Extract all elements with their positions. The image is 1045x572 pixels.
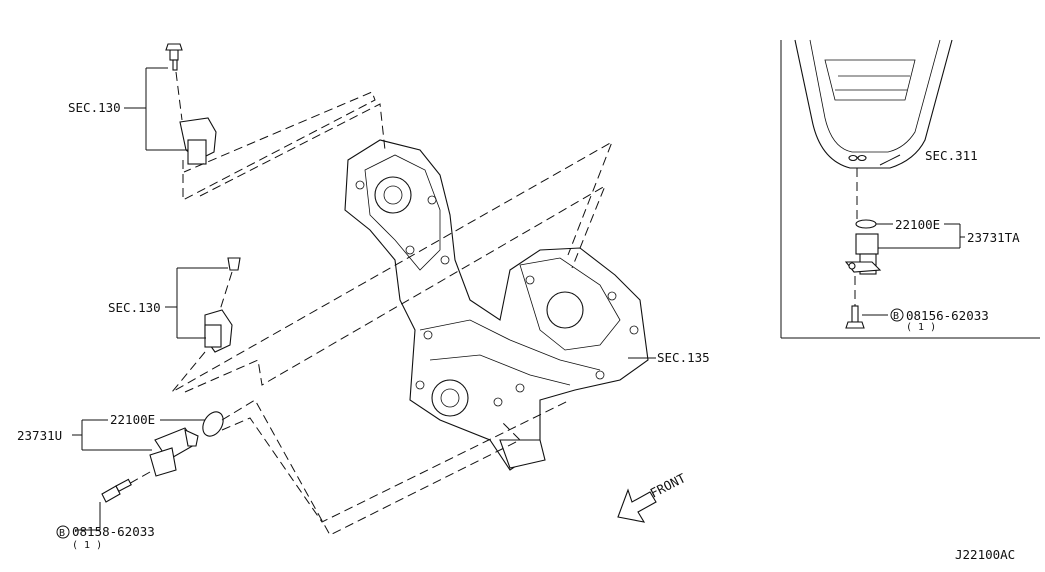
label-22100e-right: 22100E [895,217,940,232]
bolt-marker-circle-left [56,525,70,539]
bolt-marker-right: B [893,311,899,322]
oil-pan-drawing [794,39,953,169]
engine-front-cover [344,139,649,471]
label-22100e-left: 22100E [110,412,155,427]
leader-sec130-top [124,67,188,151]
label-sec130-mid: SEC.130 [108,300,161,315]
bolt-marker-circle-right [890,308,904,322]
diagram-code: J22100AC [955,547,1015,562]
label-qty-right: ( 1 ) [906,322,936,333]
label-08156-62033: 08156-62033 [906,308,989,323]
cam-sensor-mid [204,257,241,353]
leader-sec130-mid [165,267,228,339]
label-23731u: 23731U [17,428,62,443]
inset-panel: SEC.311 22100E 23731TA B 08156-62033 ( 1… [780,39,1040,339]
crank-sensor-23731ta [844,233,882,275]
label-sec311: SEC.311 [925,148,978,163]
o-ring-22100e-left [202,411,224,437]
label-sec135: SEC.135 [657,350,710,365]
label-front: FRONT [648,470,689,501]
cam-sensor-top [165,43,217,165]
label-qty-left: ( 1 ) [72,540,102,551]
bolt-08158-62033 [101,478,132,503]
bolt-08156-62033 [845,305,865,329]
label-23731ta: 23731TA [967,230,1020,245]
label-sec130-top: SEC.130 [68,100,121,115]
label-08158-62033: 08158-62033 [72,524,155,539]
front-arrow [617,488,657,523]
crank-sensor-23731u [149,427,199,477]
o-ring-22100e-right [855,219,877,229]
bolt-marker-left: B [59,528,65,539]
